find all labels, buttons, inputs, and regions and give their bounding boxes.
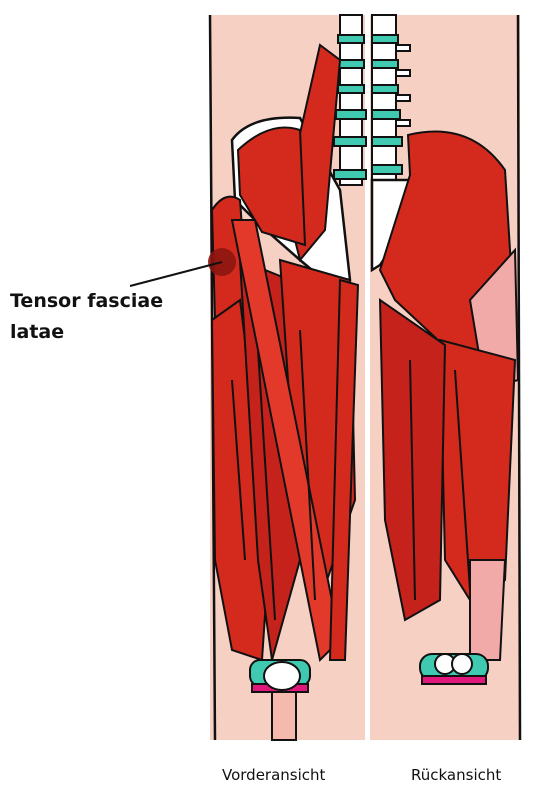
hamstring-tendon-zone [470, 560, 505, 660]
muscle-label: Tensor fasciae latae [10, 286, 210, 348]
callout-leader-line [130, 262, 222, 286]
back-view-caption: Rückansicht [411, 766, 501, 784]
front-view-caption: Vorderansicht [222, 766, 325, 784]
back-knee [420, 654, 488, 684]
muscle-label-line-1: Tensor fasciae [10, 286, 210, 317]
muscle-label-line-2: latae [10, 317, 210, 348]
